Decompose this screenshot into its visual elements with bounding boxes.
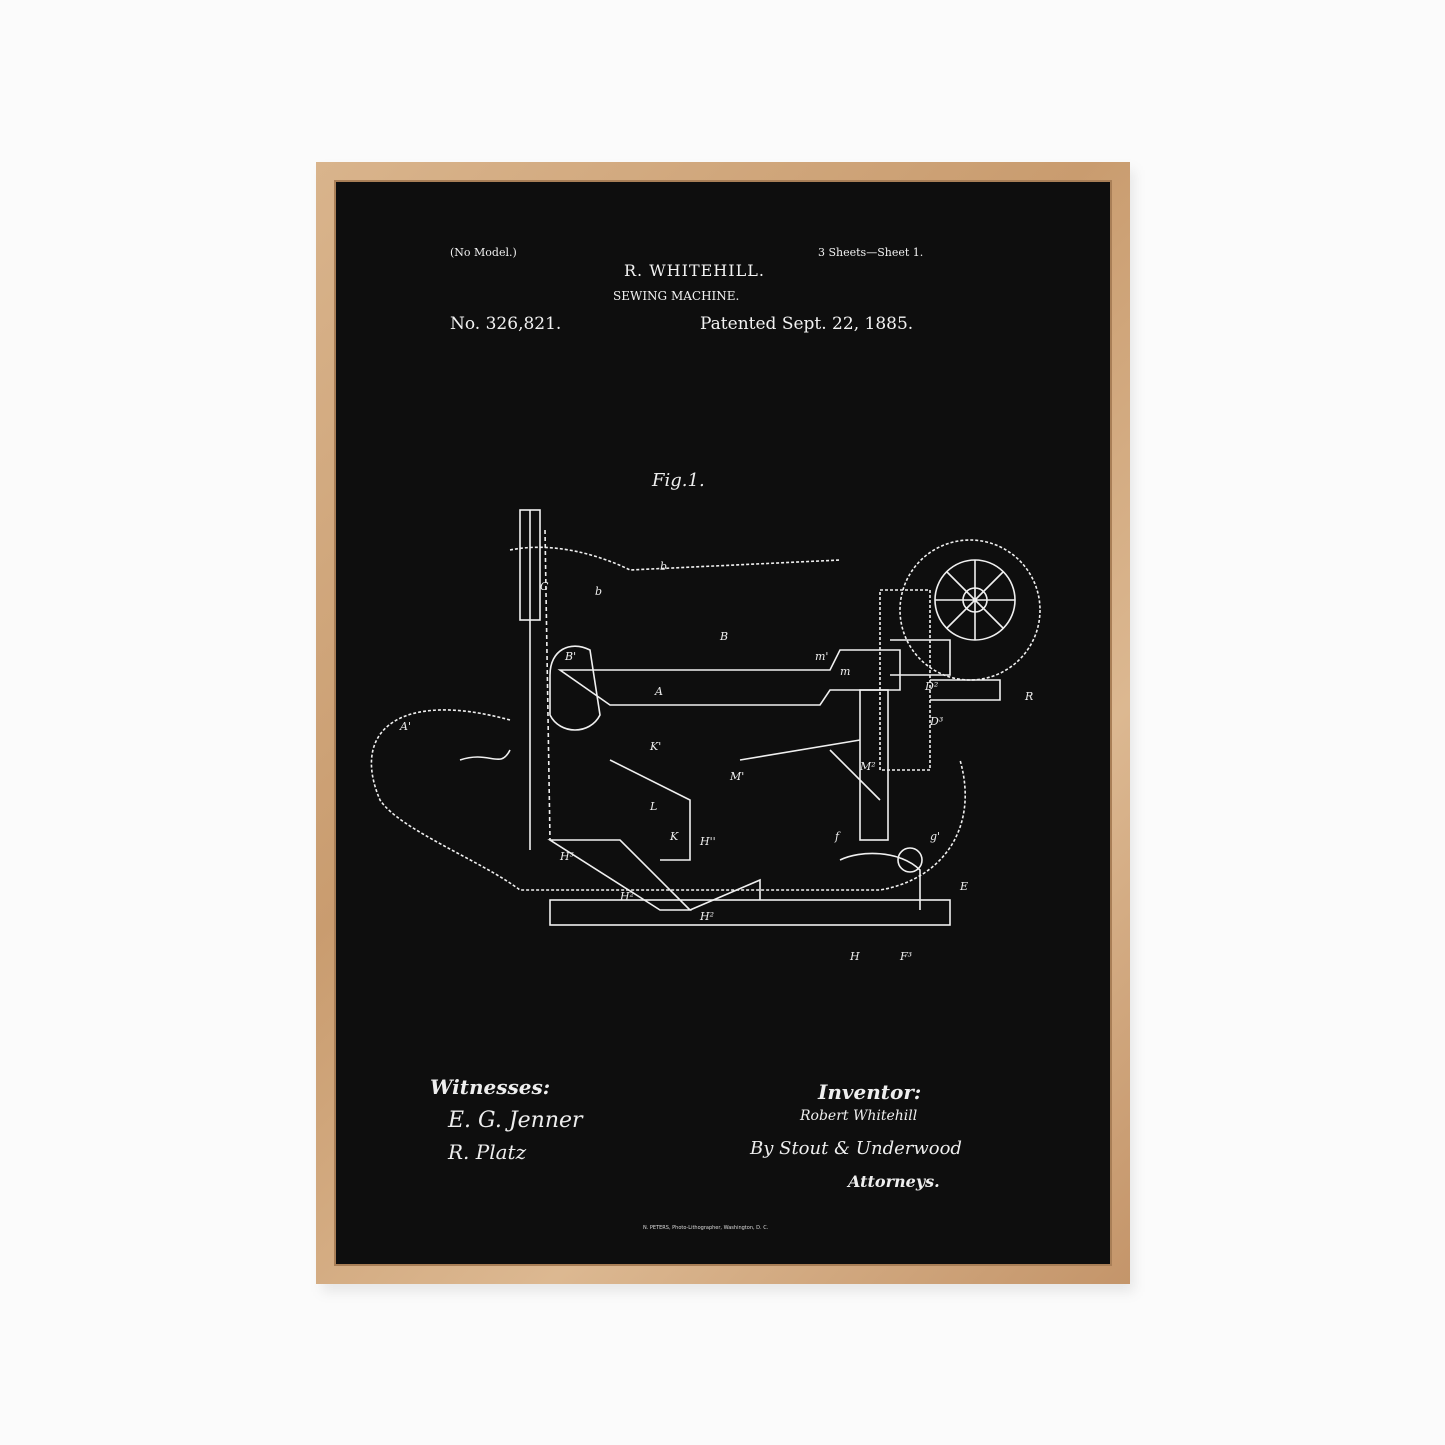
machine-outline xyxy=(370,509,1041,926)
svg-text:m: m xyxy=(840,665,850,678)
svg-text:H²: H² xyxy=(619,890,634,903)
attorneys-label: Attorneys. xyxy=(848,1172,940,1191)
svg-text:F³: F³ xyxy=(899,950,912,963)
svg-text:A: A xyxy=(654,685,663,698)
svg-text:M²: M² xyxy=(859,760,876,773)
svg-text:D²: D² xyxy=(924,680,938,693)
lithographer-credit: N. PETERS, Photo-Lithographer, Washingto… xyxy=(643,1225,769,1231)
svg-text:f: f xyxy=(834,830,841,843)
part-labels: b bB A C B' m' mD² D³ M² M' A' R K' L K H'' H³ H² H²… xyxy=(399,560,1033,963)
svg-text:L: L xyxy=(649,800,657,813)
figure-label: Fig.1. xyxy=(652,470,705,491)
patent-number: No. 326,821. xyxy=(450,314,562,334)
patent-title: SEWING MACHINE. xyxy=(613,289,740,303)
svg-text:B: B xyxy=(719,630,728,643)
patent-date: Patented Sept. 22, 1885. xyxy=(700,314,914,334)
attorneys-signature: By Stout & Underwood xyxy=(750,1138,962,1159)
svg-text:m': m' xyxy=(815,650,828,663)
svg-text:K: K xyxy=(669,830,679,843)
svg-text:b: b xyxy=(660,560,667,573)
svg-text:H'': H'' xyxy=(699,835,716,848)
witnesses-label: Witnesses: xyxy=(430,1075,551,1099)
svg-text:H: H xyxy=(849,950,860,963)
svg-text:C: C xyxy=(540,580,549,593)
svg-text:R: R xyxy=(1024,690,1033,703)
inventor-name: R. WHITEHILL. xyxy=(624,261,765,280)
witness-2-signature: R. Platz xyxy=(448,1140,527,1164)
svg-text:K': K' xyxy=(649,740,661,753)
svg-text:H³: H³ xyxy=(559,850,574,863)
svg-text:M': M' xyxy=(729,770,744,783)
sheets-label: 3 Sheets—Sheet 1. xyxy=(818,246,924,259)
svg-text:H²: H² xyxy=(699,910,714,923)
sewing-machine-drawing: b bB A C B' m' mD² D³ M² M' A' R K' L K H'' H³ H² H²… xyxy=(370,509,1041,963)
wooden-frame xyxy=(316,162,1130,1284)
svg-text:B': B' xyxy=(564,650,576,663)
svg-text:E: E xyxy=(959,880,968,893)
patent-print xyxy=(334,180,1112,1266)
inventor-label: Inventor: xyxy=(818,1080,922,1104)
svg-text:D³: D³ xyxy=(929,715,943,728)
no-model-label: (No Model.) xyxy=(450,246,517,259)
svg-text:A': A' xyxy=(399,720,411,733)
svg-text:g': g' xyxy=(930,830,940,843)
inventor-signature: Robert Whitehill xyxy=(800,1108,918,1124)
witness-1-signature: E. G. Jenner xyxy=(448,1108,583,1133)
svg-text:b: b xyxy=(595,585,602,598)
